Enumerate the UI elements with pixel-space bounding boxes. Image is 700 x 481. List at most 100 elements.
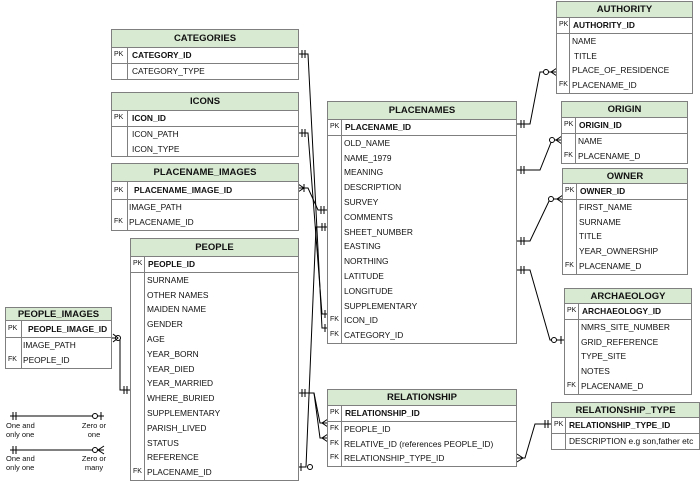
key-label: FK	[565, 261, 574, 269]
table-title: CATEGORIES	[112, 30, 298, 48]
table-row: TITLE	[563, 229, 687, 244]
field-label: SURVEY	[344, 196, 379, 207]
table-title: ORIGIN	[562, 102, 687, 118]
field-label: ICON_TYPE	[132, 143, 180, 154]
table-row: PLACE_OF_RESIDENCE	[557, 63, 692, 78]
field-label: TITLE	[574, 50, 597, 61]
table-row: FK PLACENAME_D	[565, 379, 691, 394]
key-label: FK	[330, 331, 339, 339]
key-label: PK	[565, 187, 575, 194]
owner-placenames-line	[517, 194, 564, 245]
people-table: PEOPLE PK PEOPLE_ID SURNAME OTHER NAMES M…	[130, 238, 299, 481]
key-label: PK	[114, 187, 124, 194]
field-label: SURNAME	[579, 216, 621, 227]
field-label: NORTHING	[344, 256, 389, 267]
table-row: PK PEOPLE_ID	[131, 257, 298, 272]
legend-one-and-only-one: One and only one	[6, 421, 35, 439]
table-row: LONGITUDE	[328, 284, 516, 299]
placename-images-placenames-line	[297, 183, 328, 214]
field-label: PEOPLE_ID	[148, 259, 196, 269]
table-row: TITLE	[557, 49, 692, 64]
field-label: ARCHAEOLOGY_ID	[582, 306, 662, 316]
field-label: ICON_PATH	[132, 128, 179, 139]
table-row: YEAR_BORN	[131, 347, 298, 362]
table-row: YEAR_OWNERSHIP	[563, 244, 687, 259]
key-label: FK	[559, 81, 568, 89]
table-row: CATEGORY_TYPE	[112, 64, 298, 79]
field-label: SUPPLEMENTARY	[147, 407, 221, 418]
table-row: YEAR_MARRIED	[131, 376, 298, 391]
table-row: NORTHING	[328, 254, 516, 269]
table-row: IMAGE_PATH	[112, 200, 298, 215]
field-label: CATEGORY_ID	[132, 50, 192, 60]
table-row: COMMENTS	[328, 210, 516, 225]
people-relationship-line	[298, 389, 329, 443]
field-label: RELATIVE_ID (references PEOPLE_ID)	[344, 438, 494, 449]
field-label: NAME	[578, 135, 603, 146]
key-label: PK	[330, 123, 340, 130]
field-label: IMAGE_PATH	[129, 202, 182, 212]
key-label: PK	[330, 409, 340, 416]
table-row: NOTES	[565, 364, 691, 379]
field-label: EASTING	[344, 241, 381, 252]
field-label: OLD_NAME	[344, 137, 391, 148]
table-row: SURNAME	[131, 273, 298, 288]
table-row: IMAGE_PATH	[6, 338, 111, 353]
field-label: NAME_1979	[344, 152, 392, 163]
field-label: CATEGORY_ID	[344, 330, 404, 341]
field-label: IMAGE_PATH	[23, 340, 76, 350]
table-row: MEANING	[328, 165, 516, 180]
field-label: YEAR_MARRIED	[147, 378, 214, 389]
field-label: AUTHORITY_ID	[573, 20, 635, 30]
key-label: PK	[564, 121, 574, 128]
field-label: SURNAME	[147, 274, 189, 285]
key-label: FK	[567, 381, 576, 389]
table-row: MAIDEN NAME	[131, 302, 298, 317]
table-title: ARCHAEOLOGY	[565, 289, 691, 304]
table-title: AUTHORITY	[557, 2, 692, 18]
field-label: PEOPLE_IMAGE_ID	[28, 324, 108, 334]
field-label: PLACENAME_D	[581, 380, 644, 391]
table-row: REFERENCE	[131, 450, 298, 465]
table-row: AGE	[131, 332, 298, 347]
field-label: ICON_ID	[344, 315, 378, 326]
icons-placenames-line	[298, 129, 328, 318]
field-label: OTHER NAMES	[147, 289, 209, 300]
table-title: PEOPLE	[131, 239, 298, 257]
field-label: YEAR_BORN	[147, 348, 199, 359]
field-label: LONGITUDE	[344, 285, 393, 296]
table-row: LATITUDE	[328, 269, 516, 284]
table-title: PLACENAME_IMAGES	[112, 164, 298, 182]
field-label: TITLE	[579, 231, 602, 242]
table-row: GRID_REFERENCE	[565, 335, 691, 350]
table-row: PARISH_LIVED	[131, 421, 298, 436]
key-label: PK	[133, 260, 143, 267]
field-label: NOTES	[581, 366, 610, 377]
table-row: ICON_PATH	[112, 127, 298, 142]
field-label: LATITUDE	[344, 270, 384, 281]
table-row: NAME	[557, 34, 692, 49]
field-label: DESCRIPTION e.g son,father etc	[569, 435, 694, 446]
field-label: ICON_ID	[132, 113, 166, 123]
table-row: GENDER	[131, 317, 298, 332]
field-label: PARISH_LIVED	[147, 422, 207, 433]
field-label: GENDER	[147, 319, 183, 330]
table-row: SUPPLEMENTARY	[131, 406, 298, 421]
field-label: PLACENAME_ID	[147, 467, 212, 478]
table-row: FIRST_NAME	[563, 200, 687, 215]
